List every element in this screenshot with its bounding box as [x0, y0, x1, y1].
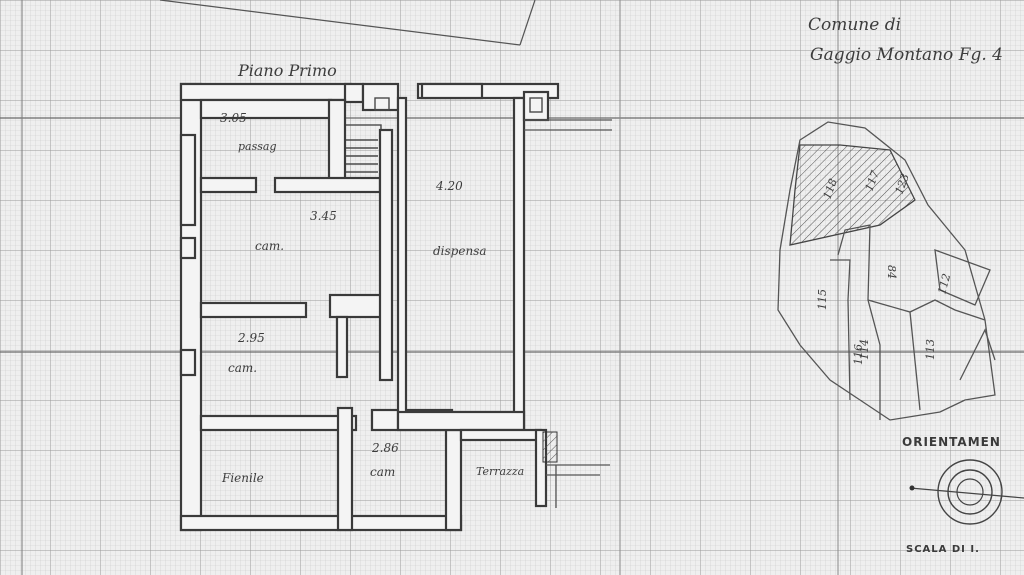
scale-label: SCALA DI I. [906, 544, 980, 555]
room-dimension: 3.45 [310, 209, 337, 223]
room-name: dispensa [433, 244, 487, 258]
room-dimension: 3.05 [220, 111, 247, 125]
room-name: Terrazza [476, 465, 524, 478]
room-dimension: 4.20 [435, 179, 463, 193]
cadastral-map: 118 117 123 84 115 116 112 114 113 [777, 121, 996, 421]
room-name: cam [370, 465, 395, 479]
room-dimension: 2.86 [371, 441, 399, 455]
plan-walls [179, 82, 612, 532]
orientation-label: ORIENTAMEN [902, 435, 1001, 449]
floor-label: Piano Primo [237, 61, 337, 80]
parcel-number: 113 [924, 339, 937, 360]
diagonal-stroke [159, 0, 521, 46]
room-dimension: 2.95 [237, 331, 265, 345]
compass-icon [909, 459, 1024, 525]
parcel-number: 116 [852, 344, 865, 365]
diagonal-stroke [519, 0, 536, 46]
room-name: cam. [255, 239, 284, 253]
comune-label: Comune di [808, 15, 901, 35]
room-name: passag [238, 140, 277, 153]
parcel-number: 115 [816, 289, 829, 310]
parcel-number: 112 [935, 272, 953, 296]
parcel-number: 114 [858, 339, 871, 360]
room-name: cam. [228, 361, 257, 375]
parcel-number: 84 [885, 265, 898, 279]
room-name: Fienile [221, 471, 264, 485]
comune-name: Gaggio Montano Fg. 4 [810, 45, 1003, 65]
room-labels: 3.05 passag 3.45 cam. 2.95 cam. Fienile … [220, 111, 524, 485]
